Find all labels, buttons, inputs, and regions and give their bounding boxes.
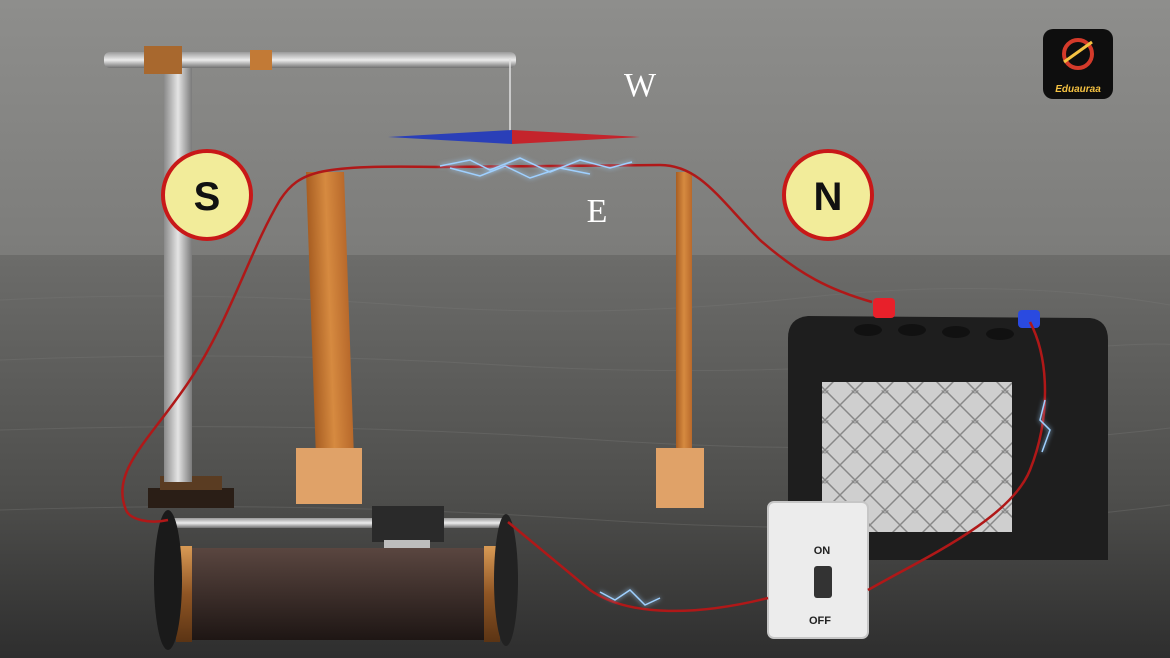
battery-cell-3 — [942, 326, 970, 338]
rheostat-slider-rod — [168, 518, 508, 528]
right-foot — [656, 448, 704, 508]
logo-text: Eduauraa — [1055, 84, 1101, 95]
right-post — [676, 172, 692, 482]
spark-conductor-lower — [449, 165, 591, 179]
positive-terminal — [873, 298, 895, 318]
switch-toggle — [814, 566, 832, 598]
left-wire — [124, 509, 169, 523]
stand-clamp — [144, 46, 182, 74]
south-pole-label: S — [194, 175, 221, 219]
logo-box — [1043, 29, 1113, 99]
logo-mark — [1062, 38, 1094, 70]
rheostat — [154, 506, 518, 650]
north-badge-circle — [782, 149, 874, 241]
rheostat-right-cap — [494, 514, 518, 646]
logo-swoosh — [1063, 40, 1093, 64]
south-badge-circle — [161, 149, 253, 241]
rheostat-coil — [182, 548, 492, 640]
wooden-support-right — [656, 172, 704, 508]
switch-off-label: OFF — [809, 615, 831, 627]
needle-blue-half — [388, 130, 512, 144]
battery-cell-4 — [986, 328, 1014, 340]
battery-cell-1 — [854, 324, 882, 336]
stand-horizontal-rod — [104, 52, 516, 68]
switch-on-label: ON — [814, 545, 831, 557]
rheostat-slider — [372, 506, 444, 542]
left-post — [306, 172, 356, 492]
left-foot — [296, 448, 362, 504]
spark-switch-wire — [599, 589, 661, 606]
rheostat-left-cap — [154, 510, 182, 650]
west-label: W — [624, 67, 657, 104]
eduauraa-logo: Eduauraa — [1043, 29, 1113, 99]
east-label: E — [587, 193, 608, 230]
battery-cell-2 — [898, 324, 926, 336]
top-wire — [121, 163, 873, 511]
spark-battery-wire — [1039, 399, 1051, 453]
stand — [104, 46, 516, 508]
switch: ON OFF — [767, 501, 869, 639]
spark-conductor — [439, 157, 633, 173]
wires — [121, 163, 1047, 613]
current-sparks — [439, 157, 1051, 606]
south-pole-badge: S — [161, 149, 253, 241]
stand-vertical-rod — [164, 66, 192, 482]
stand-base-bottom — [148, 488, 234, 508]
compass-needle — [388, 130, 640, 144]
north-pole-label: N — [814, 175, 843, 219]
negative-terminal — [1018, 310, 1040, 328]
battery — [788, 298, 1108, 560]
north-pole-badge: N — [782, 149, 874, 241]
negative-wire — [867, 321, 1047, 592]
needle-red-half — [512, 130, 640, 144]
stand-collar — [250, 50, 272, 70]
switch-wire — [507, 521, 769, 613]
wooden-support-left — [296, 172, 362, 504]
